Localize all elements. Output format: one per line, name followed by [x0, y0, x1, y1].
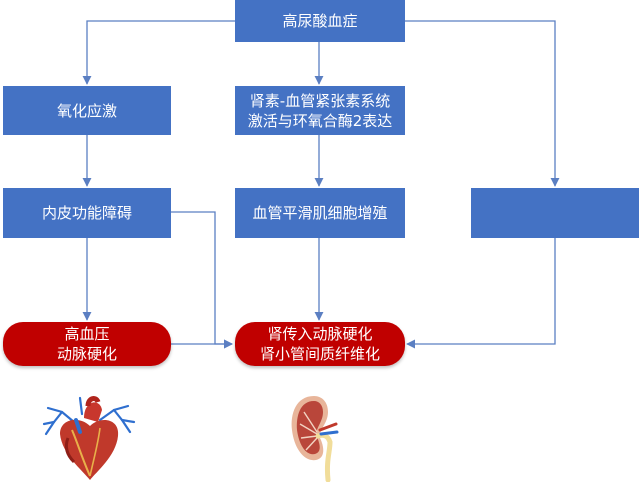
oxidative-stress-label: 氧化应激 [56, 101, 117, 120]
anatomical-kidney-icon [291, 396, 339, 482]
blank-box [471, 188, 639, 238]
outcome-center-line1: 肾传入动脉硬化 [267, 325, 373, 343]
arrow-blank-to-outcome-center [406, 238, 556, 349]
outcome-hypertension-box: 高血压 动脉硬化 [3, 322, 171, 366]
outcome-left-line2: 动脉硬化 [56, 345, 117, 363]
anatomical-heart-icon [42, 396, 136, 480]
root-box-hyperuricemia: 高尿酸血症 [235, 0, 405, 42]
raas-label-line2: 激活与环氧合酶2表达 [247, 111, 393, 130]
endothelial-dysfunction-box: 内皮功能障碍 [3, 188, 171, 238]
oxidative-stress-box: 氧化应激 [3, 86, 171, 135]
raas-box: 肾素-血管紧张素系统 激活与环氧合酶2表达 [235, 86, 405, 135]
arrow-root-to-blank [405, 20, 560, 187]
arrow-endothelial-to-outcome-center [171, 211, 233, 349]
outcome-center-line2: 肾小管间质纤维化 [259, 345, 380, 363]
outcome-renal-box: 肾传入动脉硬化 肾小管间质纤维化 [235, 322, 405, 366]
arrow-root-to-oxidative [82, 20, 235, 85]
smooth-muscle-proliferation-box: 血管平滑肌细胞增殖 [235, 188, 405, 238]
outcome-left-line1: 高血压 [64, 325, 110, 343]
endothelial-label: 内皮功能障碍 [41, 204, 132, 222]
root-label: 高尿酸血症 [282, 12, 358, 30]
smooth-muscle-label: 血管平滑肌细胞增殖 [252, 204, 388, 222]
raas-label-line1: 肾素-血管紧张素系统 [249, 91, 391, 110]
